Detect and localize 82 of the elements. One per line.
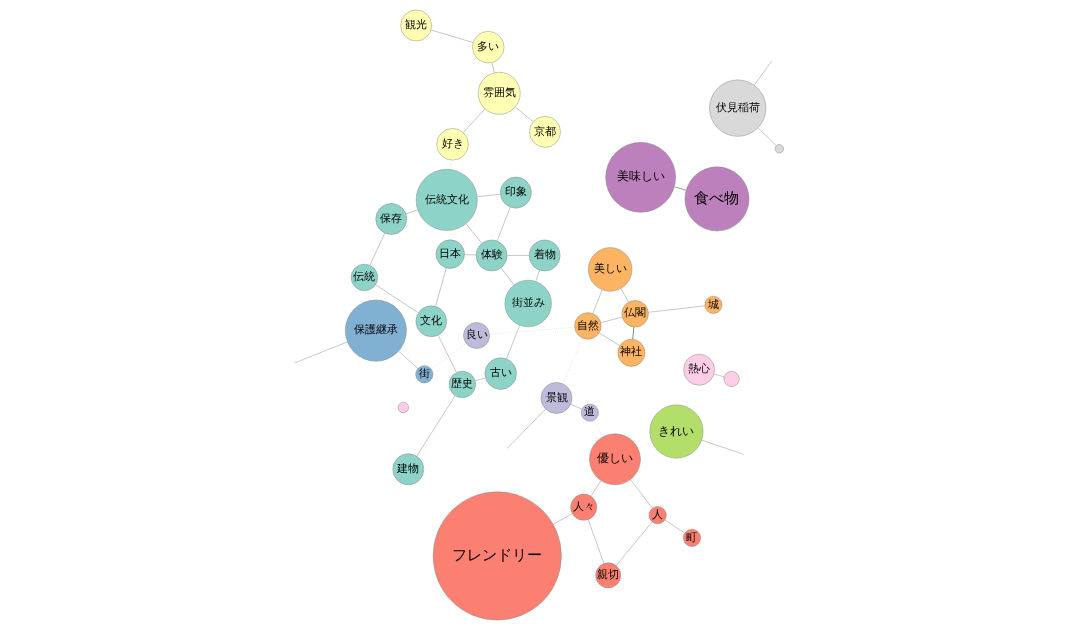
connector	[506, 255, 530, 256]
node-circle: 城	[704, 296, 723, 314]
connector	[648, 305, 706, 313]
connector	[600, 316, 623, 324]
connector	[489, 326, 576, 335]
node-circle: 保存	[375, 203, 407, 235]
node-circle: 日本	[435, 239, 465, 269]
node-circle: 道	[581, 403, 599, 422]
node-circle: 保護継承	[345, 299, 407, 362]
connector	[491, 62, 495, 74]
node-circle: 好き	[436, 128, 469, 161]
node-circle: 伝統	[350, 263, 378, 291]
node-circle: 食べ物	[684, 166, 750, 232]
connector	[535, 269, 540, 282]
node-circle: 京都	[529, 116, 561, 148]
connector	[437, 334, 457, 373]
node-circle: 美味しい	[605, 142, 676, 213]
connector	[713, 373, 725, 378]
connector	[552, 513, 573, 525]
node-circle	[723, 370, 740, 387]
node-circle: 着物	[528, 239, 561, 272]
node-circle: 親切	[595, 562, 621, 589]
connector	[615, 521, 653, 566]
node-circle: 文化	[415, 305, 447, 337]
node-circle: 熱心	[683, 353, 715, 386]
node-circle: 街	[415, 365, 434, 384]
node-circle: きれい	[649, 404, 704, 459]
node-circle: 人	[648, 506, 667, 525]
node-circle: 多い	[472, 31, 505, 64]
node-circle: 印象	[500, 176, 532, 209]
connector	[757, 127, 777, 147]
connector	[465, 223, 483, 244]
connector	[435, 267, 447, 307]
connector	[664, 519, 686, 534]
connector	[375, 284, 419, 314]
node-circle: 街並み	[504, 279, 552, 328]
connector	[398, 350, 419, 369]
connector	[462, 108, 486, 133]
node-circle: 町	[683, 529, 701, 547]
connector	[620, 288, 629, 303]
connector	[753, 60, 773, 86]
node-circle: 自然	[574, 312, 602, 340]
connector	[405, 209, 419, 215]
connector	[474, 377, 486, 382]
connector	[294, 341, 348, 364]
connector	[506, 324, 521, 360]
node-circle: 伝統文化	[415, 169, 478, 231]
connector	[632, 326, 635, 340]
node-circle: 景観	[540, 382, 573, 414]
connector	[674, 186, 687, 191]
connector	[476, 193, 501, 198]
connector	[514, 106, 534, 123]
connector	[701, 439, 744, 455]
node-circle: 良い	[463, 322, 490, 349]
node-circle: 体験	[475, 239, 508, 272]
connector	[416, 395, 456, 457]
connector	[500, 267, 515, 286]
node-circle: 雰囲気	[477, 72, 521, 115]
connector	[587, 519, 605, 564]
connector	[592, 289, 603, 314]
node-circle: 建物	[392, 453, 425, 486]
connector	[369, 232, 386, 266]
connector	[506, 408, 547, 449]
node-circle: 歴史	[448, 370, 476, 398]
connector	[598, 332, 621, 347]
node-circle: 観光	[400, 9, 432, 42]
node-circle: 神社	[617, 339, 646, 367]
connector	[570, 403, 583, 410]
node-circle	[774, 144, 784, 154]
connector	[496, 206, 511, 242]
connector	[630, 479, 653, 509]
node-circle: 古い	[484, 357, 517, 390]
connector	[464, 254, 477, 256]
node-circle: 優しい	[589, 433, 641, 485]
node-circle: 仏閣	[621, 300, 649, 328]
node-circle: 人々	[570, 493, 598, 521]
node-circle	[397, 401, 409, 413]
node-circle: 美しい	[588, 247, 633, 292]
connector	[590, 480, 602, 497]
node-circle: 伏見稲荷	[709, 79, 767, 137]
connector	[430, 29, 474, 43]
node-circle: フレンドリー	[432, 491, 562, 621]
